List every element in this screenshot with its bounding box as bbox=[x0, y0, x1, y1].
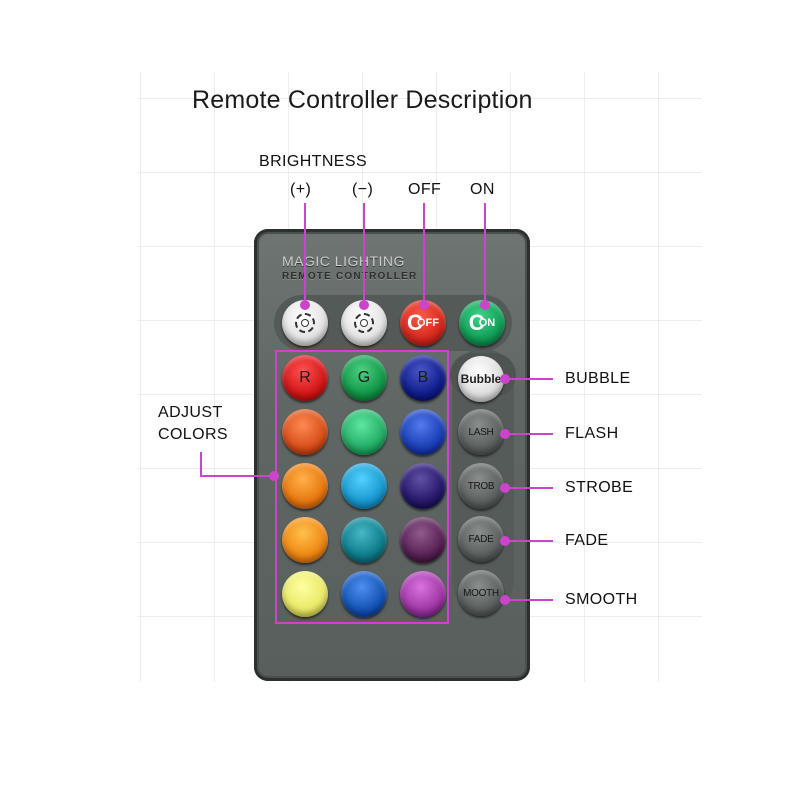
brightness-label: BRIGHTNESS bbox=[259, 153, 368, 170]
grid-line bbox=[138, 98, 702, 99]
strobe-button[interactable]: TROB bbox=[458, 463, 504, 509]
grid-line bbox=[140, 72, 141, 682]
leader-dot bbox=[419, 300, 429, 310]
color-button[interactable] bbox=[400, 517, 446, 563]
leader-dot bbox=[500, 483, 510, 493]
sun-icon bbox=[295, 313, 315, 333]
off-label: OFF bbox=[408, 181, 442, 198]
leader-dot bbox=[480, 300, 490, 310]
adjust-colors-label-line1: ADJUST bbox=[158, 404, 223, 421]
strobe-button-text: TROB bbox=[467, 480, 495, 492]
adjust-colors-frame bbox=[275, 350, 449, 624]
remote-brand-subtitle: REMOTE CONTROLLER bbox=[282, 271, 418, 282]
color-button[interactable] bbox=[341, 571, 387, 617]
power-icon: C bbox=[407, 310, 423, 335]
leader-line-bubble bbox=[505, 378, 553, 380]
smooth-button-text: MOOTH bbox=[463, 587, 499, 599]
leader-line-brightness-minus bbox=[363, 203, 365, 305]
leader-line-brightness-plus bbox=[304, 203, 306, 305]
bubble-button-text: Bubble bbox=[460, 372, 502, 386]
leader-dot bbox=[359, 300, 369, 310]
flash-label: FLASH bbox=[565, 425, 619, 442]
page-title: Remote Controller Description bbox=[192, 86, 533, 114]
color-button[interactable] bbox=[400, 463, 446, 509]
leader-line-adjust-colors bbox=[200, 475, 274, 477]
leader-line-strobe bbox=[505, 487, 553, 489]
grid-line bbox=[138, 172, 702, 173]
power-icon: C bbox=[468, 310, 485, 335]
bubble-label: BUBBLE bbox=[565, 370, 631, 387]
color-button[interactable] bbox=[341, 463, 387, 509]
fade-button[interactable]: FADE bbox=[458, 516, 504, 562]
color-button[interactable] bbox=[400, 409, 446, 455]
leader-dot bbox=[500, 595, 510, 605]
leader-line-fade bbox=[505, 540, 553, 542]
leader-line-flash bbox=[505, 433, 553, 435]
brightness-minus-label: (−) bbox=[352, 181, 374, 198]
leader-line-on bbox=[484, 203, 486, 305]
on-label: ON bbox=[470, 181, 495, 198]
smooth-button[interactable]: MOOTH bbox=[458, 570, 504, 616]
leader-dot bbox=[500, 374, 510, 384]
bubble-button[interactable]: Bubble bbox=[458, 356, 504, 402]
adjust-colors-label: ADJUST COLORS bbox=[158, 402, 228, 446]
remote-brand: MAGIC LIGHTING REMOTE CONTROLLER bbox=[282, 253, 417, 282]
remote-brand-name: MAGIC LIGHTING bbox=[282, 253, 405, 269]
leader-dot bbox=[300, 300, 310, 310]
brightness-plus-label: (+) bbox=[290, 181, 312, 198]
brightness-up-button[interactable] bbox=[282, 300, 328, 346]
color-button[interactable] bbox=[341, 409, 387, 455]
color-button[interactable] bbox=[282, 409, 328, 455]
leader-dot bbox=[269, 471, 279, 481]
leader-line-adjust-colors bbox=[200, 452, 202, 476]
adjust-colors-label-line2: COLORS bbox=[158, 426, 228, 443]
grid-line bbox=[658, 72, 659, 682]
sun-icon bbox=[354, 313, 374, 333]
fade-button-text: FADE bbox=[468, 533, 494, 545]
color-button[interactable] bbox=[282, 463, 328, 509]
color-button[interactable] bbox=[282, 571, 328, 617]
grid-line bbox=[214, 72, 215, 682]
leader-line-off bbox=[423, 203, 425, 305]
leader-line-smooth bbox=[505, 599, 553, 601]
color-button[interactable] bbox=[341, 517, 387, 563]
flash-button[interactable]: LASH bbox=[458, 409, 504, 455]
leader-dot bbox=[500, 536, 510, 546]
leader-dot bbox=[500, 429, 510, 439]
fade-label: FADE bbox=[565, 532, 609, 549]
strobe-label: STROBE bbox=[565, 479, 634, 496]
color-button[interactable] bbox=[400, 571, 446, 617]
grid-line bbox=[584, 72, 585, 682]
color-button[interactable] bbox=[282, 517, 328, 563]
flash-button-text: LASH bbox=[468, 426, 494, 438]
smooth-label: SMOOTH bbox=[565, 591, 638, 608]
